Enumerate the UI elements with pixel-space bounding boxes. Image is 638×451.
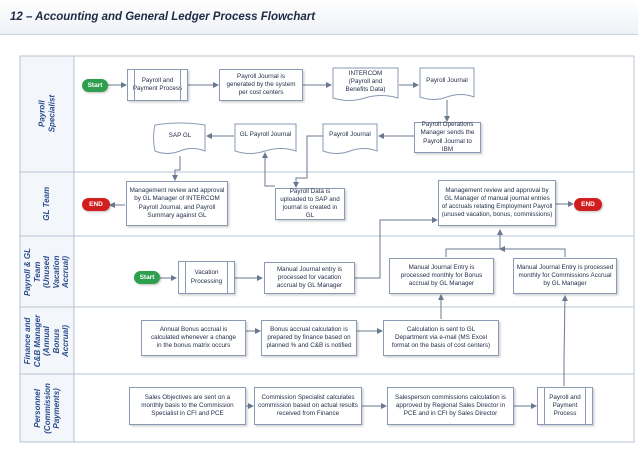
manual-journal-commissions-box: Manual Journal Entry is processed monthl… [513,258,617,294]
connectors [108,82,574,409]
payroll-journal-generated-box: Payroll Journal is generated by the syst… [219,69,303,101]
lane-label-personnel: Personnel (Commission Payments) [32,382,61,434]
payroll-journal-document-shape [419,67,475,100]
lane-label-payroll-gl-team: Payroll & GL Team (Unused Vacation Accru… [23,247,71,296]
payroll-journal-label-2: Payroll Journal [329,130,371,138]
swimlane-grid [19,55,635,443]
payroll-journal-document-shape-2 [322,123,378,154]
manual-journal-bonus-box: Manual Journal Entry is processed monthl… [389,258,494,294]
payroll-payment-process-box-2: Payroll and Payment Process [537,387,593,425]
calculation-sent-gl-box: Calculation is sent to GL Department via… [383,320,499,356]
sap-gl-label: SAP GL [168,131,192,139]
lane-label-finance-cb-manager: Finance and C&B Manager (Annual Bonus Ac… [23,314,71,367]
payroll-data-uploaded-box: Payroll Data is uploaded to SAP and jour… [275,188,345,220]
sales-objectives-box: Sales Objectives are sent on a monthly b… [129,387,246,425]
salesperson-commissions-box: Salesperson commissions calculation is a… [387,387,514,425]
sap-gl-document-shape [153,122,206,154]
management-review-manual-box: Management review and approval by GL Man… [438,180,556,226]
annual-bonus-accrual-box: Annual Bonus accrual is calculated whene… [141,320,246,356]
lane-label-gl-team: GL Team [42,187,52,221]
gl-payroll-journal-document-shape [234,123,297,154]
start-terminal-payroll: Start [82,79,108,92]
lane-label-payroll-specialist: Payroll Specialist [37,95,56,133]
intercom-label: INTERCOM (Payroll and Benefits Data) [345,69,386,94]
end-terminal-gl-left: END [82,198,110,211]
start-terminal-vacation: Start [134,271,160,284]
page-title: 12 – Accounting and General Ledger Proce… [10,11,316,23]
title-bar: 12 – Accounting and General Ledger Proce… [0,0,638,35]
payroll-journal-label: Payroll Journal [426,76,468,84]
manual-journal-vacation-box: Manual Journal entry is processed for va… [264,262,355,294]
gl-payroll-journal-label: GL Payroll Journal [239,130,292,138]
commission-specialist-box: Commission Specialist calculates commiss… [254,387,362,425]
bonus-accrual-calculation-box: Bonus accrual calculation is prepared by… [261,320,357,356]
payroll-and-payment-process-box: Payroll and Payment Process [127,69,188,101]
intercom-document-shape [332,67,399,101]
vacation-processing-box: Vacation Processing [178,261,235,294]
end-terminal-gl-right: END [574,198,602,211]
payroll-operations-manager-box: Payroll Operations Manager sends the Pay… [414,121,481,153]
management-review-intercom-box: Management review and approval by GL Man… [126,181,228,226]
